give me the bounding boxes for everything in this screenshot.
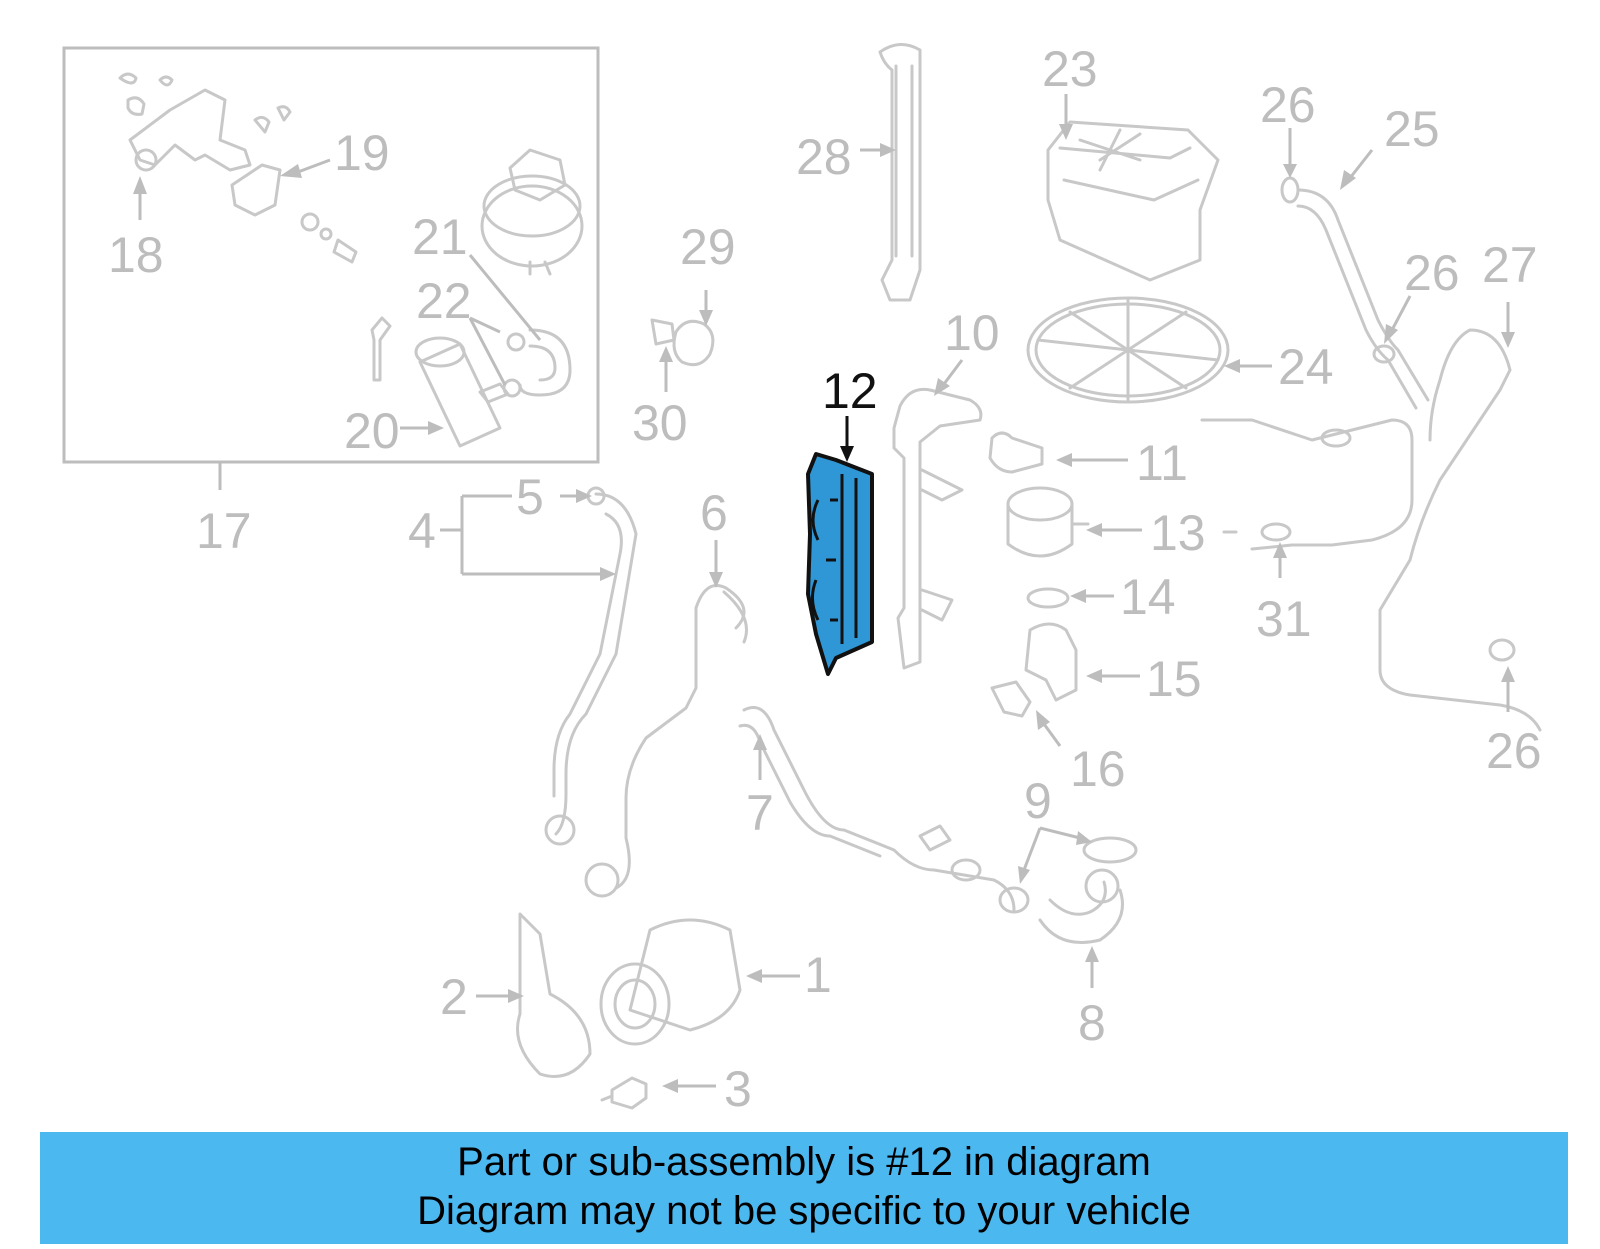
part-7-pipe	[738, 706, 1016, 912]
label-29: 29	[680, 219, 736, 275]
part-10-pipe	[892, 387, 983, 670]
banner-line-1: Part or sub-assembly is #12 in diagram	[457, 1140, 1151, 1184]
label-7: 7	[746, 785, 774, 841]
label-10: 10	[944, 305, 1000, 361]
label-11: 11	[1136, 435, 1188, 491]
part-22-hose	[502, 328, 572, 398]
banner-line-2: Diagram may not be specific to your vehi…	[417, 1189, 1191, 1233]
part-19-clip	[230, 105, 358, 264]
label-26c: 26	[1486, 723, 1542, 779]
label-2: 2	[440, 969, 468, 1025]
label-21: 21	[412, 209, 468, 265]
label-8: 8	[1078, 995, 1106, 1051]
part-12-highlighted	[806, 452, 874, 676]
label-15: 15	[1146, 651, 1202, 707]
part-24-gasket	[1026, 296, 1230, 404]
label-6: 6	[700, 485, 728, 541]
label-27: 27	[1482, 237, 1538, 293]
part-18-bracket	[118, 72, 252, 172]
label-18: 18	[108, 227, 164, 283]
arrow-12-head	[840, 446, 854, 462]
label-20: 20	[344, 403, 400, 459]
part-20-filter	[370, 316, 510, 448]
part-1-pump	[599, 918, 742, 1046]
inset-box-17	[62, 46, 600, 464]
part-23-air-box	[1046, 120, 1220, 282]
label-1: 1	[804, 947, 832, 1003]
label-26b: 26	[1404, 245, 1460, 301]
label-31: 31	[1256, 591, 1312, 647]
label-9: 9	[1024, 773, 1052, 829]
label-5: 5	[516, 469, 544, 525]
label-22: 22	[416, 273, 472, 329]
part-14-gasket	[1026, 587, 1070, 609]
part-21-valve	[480, 148, 584, 276]
label-14: 14	[1120, 569, 1176, 625]
leader-arrows	[133, 94, 1515, 1093]
label-4: 4	[408, 503, 436, 559]
label-26a: 26	[1260, 77, 1316, 133]
part-29-sensor	[650, 318, 715, 367]
part-11-connector	[988, 431, 1044, 474]
label-24: 24	[1278, 339, 1334, 395]
label-16: 16	[1070, 741, 1126, 797]
part-4-hose	[544, 486, 638, 846]
part-3-fitting	[600, 1076, 648, 1110]
label-28: 28	[796, 129, 852, 185]
part-28-pipe	[878, 43, 922, 302]
part-8-hose	[1038, 868, 1124, 944]
part-9-clamps	[998, 836, 1138, 914]
part-2-bracket	[516, 912, 592, 1078]
label-19: 19	[334, 125, 390, 181]
part-27-pipe	[1378, 328, 1542, 732]
label-23: 23	[1042, 41, 1098, 97]
label-25: 25	[1384, 101, 1440, 157]
part-6-hose	[584, 584, 748, 898]
info-banner: Part or sub-assembly is #12 in diagram D…	[40, 1132, 1568, 1244]
part-13-valve	[1006, 486, 1090, 558]
part-15-flange	[1024, 622, 1078, 702]
label-13: 13	[1150, 505, 1206, 561]
label-3: 3	[724, 1061, 752, 1117]
label-12: 12	[822, 363, 878, 419]
part-16-bracket	[990, 680, 1032, 718]
part-31-wire	[1200, 418, 1414, 551]
label-30: 30	[632, 395, 688, 451]
label-17: 17	[196, 503, 252, 559]
